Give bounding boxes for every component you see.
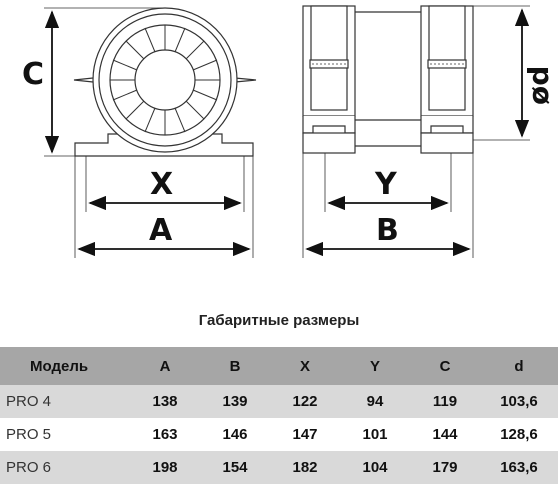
cell-a: 198	[130, 451, 200, 484]
header-b: B	[200, 347, 270, 385]
cell-a: 163	[130, 418, 200, 451]
dimension-c	[44, 7, 165, 157]
cell-d: 163,6	[480, 451, 558, 484]
table-row: PRO 5 163 146 147 101 144 128,6	[0, 418, 558, 451]
cell-c: 179	[410, 451, 480, 484]
cell-model: PRO 5	[0, 418, 130, 451]
header-x: X	[270, 347, 340, 385]
side-view	[302, 5, 474, 154]
header-c: C	[410, 347, 480, 385]
cell-y: 101	[340, 418, 410, 451]
fan-drawing-svg	[44, 5, 530, 258]
header-y: Y	[340, 347, 410, 385]
cell-x: 147	[270, 418, 340, 451]
cell-b: 154	[200, 451, 270, 484]
cell-y: 104	[340, 451, 410, 484]
cell-y: 94	[340, 385, 410, 418]
label-a: A	[149, 213, 173, 248]
cell-model: PRO 4	[0, 385, 130, 418]
cell-c: 119	[410, 385, 480, 418]
label-c: C	[22, 57, 45, 92]
cell-model: PRO 6	[0, 451, 130, 484]
cell-c: 144	[410, 418, 480, 451]
cell-x: 182	[270, 451, 340, 484]
dimension-drawing: C X A Y B ød	[22, 5, 555, 258]
cell-b: 146	[200, 418, 270, 451]
table-row: PRO 4 138 139 122 94 119 103,6	[0, 385, 558, 418]
front-view	[73, 7, 257, 258]
header-model: Модель	[0, 347, 130, 385]
label-d: ød	[522, 65, 555, 105]
cell-d: 128,6	[480, 418, 558, 451]
cell-x: 122	[270, 385, 340, 418]
header-a: A	[130, 347, 200, 385]
header-d: d	[480, 347, 558, 385]
cell-b: 139	[200, 385, 270, 418]
dimensions-table: Модель A B X Y C d PRO 4 138 139 122 94 …	[0, 347, 558, 484]
table-header-row: Модель A B X Y C d	[0, 347, 558, 385]
cell-a: 138	[130, 385, 200, 418]
label-y: Y	[375, 167, 397, 202]
cell-d: 103,6	[480, 385, 558, 418]
label-b: B	[376, 213, 399, 248]
table-row: PRO 6 198 154 182 104 179 163,6	[0, 451, 558, 484]
table-title: Габаритные размеры	[198, 312, 360, 329]
label-x: X	[150, 167, 174, 202]
